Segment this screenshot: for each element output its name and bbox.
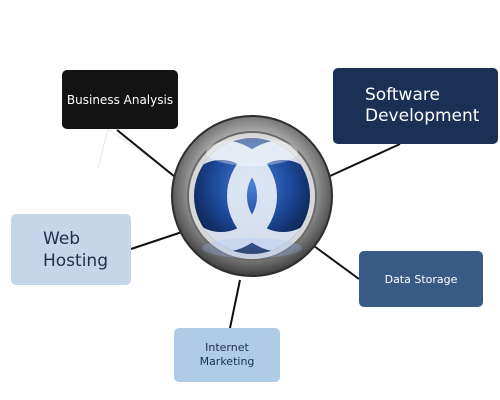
hub-blue-disc — [194, 138, 310, 254]
hub-glare — [206, 138, 298, 166]
node-business-analysis[interactable]: Business Analysis — [62, 70, 178, 129]
node-internet-marketing-label: Internet Marketing — [199, 341, 255, 368]
hub-bottom-glow — [202, 238, 302, 258]
connector-software-development — [329, 143, 401, 177]
connector-web-hosting — [130, 231, 183, 250]
node-internet-marketing[interactable]: Internet Marketing — [174, 328, 280, 382]
node-data-storage[interactable]: Data Storage — [359, 251, 483, 307]
connector-lines — [116, 129, 401, 329]
node-data-storage-label: Data Storage — [384, 272, 458, 286]
node-software-development[interactable]: Software Development — [333, 68, 498, 144]
central-hub — [171, 115, 333, 277]
connector-data-storage — [313, 245, 360, 280]
node-web-hosting-label: Web Hosting — [43, 228, 108, 271]
connector-business-analysis — [116, 129, 181, 182]
connector-internet-marketing — [229, 279, 241, 329]
interlocking-rings-logo-icon — [194, 140, 310, 252]
node-business-analysis-label: Business Analysis — [66, 92, 174, 107]
node-web-hosting[interactable]: Web Hosting — [11, 214, 131, 285]
node-software-development-label: Software Development — [365, 85, 480, 126]
